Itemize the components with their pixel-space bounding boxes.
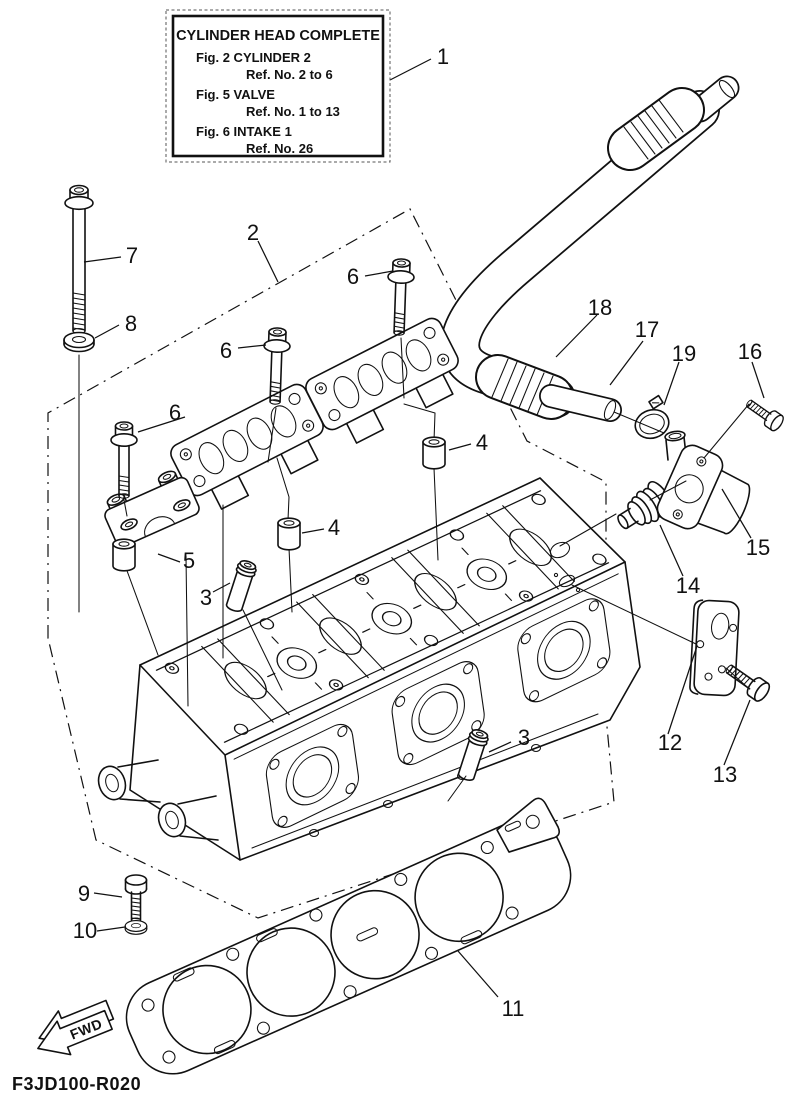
cam-cap-ladder-a <box>301 314 473 454</box>
cam-cap-block <box>104 470 200 548</box>
callout-4b: 4 <box>328 515 340 540</box>
bolt-6a <box>385 257 416 337</box>
info-ref-6: Ref. No. 26 <box>246 141 313 156</box>
callout-3a: 3 <box>200 585 212 610</box>
bushing-5 <box>112 538 136 572</box>
thermostat-housing <box>656 430 751 535</box>
fwd-arrow: FWD <box>37 999 115 1056</box>
info-box-title: CYLINDER HEAD COMPLETE <box>176 28 380 44</box>
callout-18: 18 <box>588 295 612 320</box>
callout-8: 8 <box>125 311 137 336</box>
callout-7: 7 <box>126 243 138 268</box>
head-gasket <box>125 797 572 1075</box>
leader-lines <box>83 58 765 998</box>
dowel-4b <box>277 517 301 551</box>
callout-6b: 6 <box>220 338 232 363</box>
callout-2: 2 <box>247 220 259 245</box>
callout-1: 1 <box>437 44 449 69</box>
washer-10 <box>124 920 148 935</box>
callout-4a: 4 <box>476 430 488 455</box>
info-fig-2: Fig. 2 CYLINDER 2 <box>196 50 311 65</box>
callout-9: 9 <box>78 881 90 906</box>
bolt-6c <box>110 421 138 500</box>
info-ref-5: Ref. No. 1 to 13 <box>246 104 340 119</box>
bolt-9 <box>124 874 148 923</box>
callout-12: 12 <box>658 730 682 755</box>
callout-19: 19 <box>672 341 696 366</box>
bolt-16 <box>741 394 787 434</box>
callout-6a: 6 <box>347 264 359 289</box>
callout-10: 10 <box>73 918 97 943</box>
callout-5: 5 <box>183 548 195 573</box>
assembly-lines-dowels <box>123 337 439 707</box>
callout-numbers: 1 2 7 8 6 6 6 4 4 5 3 3 18 17 19 16 15 1… <box>73 44 770 1021</box>
washer-8 <box>63 331 95 353</box>
info-box: CYLINDER HEAD COMPLETE Fig. 2 CYLINDER 2… <box>165 9 391 163</box>
diagram-code: F3JD100-R020 <box>12 1074 141 1094</box>
callout-16: 16 <box>738 339 762 364</box>
info-fig-6: Fig. 6 INTAKE 1 <box>196 124 292 139</box>
bracket-12 <box>689 599 740 697</box>
breather-hose <box>440 75 740 422</box>
assembly-lines-right <box>559 403 750 687</box>
assembly-lines-guides <box>242 609 467 802</box>
callout-3b: 3 <box>518 725 530 750</box>
callout-17: 17 <box>635 317 659 342</box>
assembly-boundary-dashed <box>47 208 615 919</box>
callout-11: 11 <box>502 996 525 1021</box>
dowel-4a <box>422 436 446 470</box>
long-bolt-7 <box>64 184 94 335</box>
callout-14: 14 <box>676 573 700 598</box>
callout-15: 15 <box>746 535 770 560</box>
valve-guide-3a <box>223 557 259 615</box>
info-ref-2: Ref. No. 2 to 6 <box>246 67 333 82</box>
cylinder-head <box>97 477 641 861</box>
callout-6c: 6 <box>169 400 181 425</box>
callout-13: 13 <box>713 762 737 787</box>
info-fig-5: Fig. 5 VALVE <box>196 87 275 102</box>
